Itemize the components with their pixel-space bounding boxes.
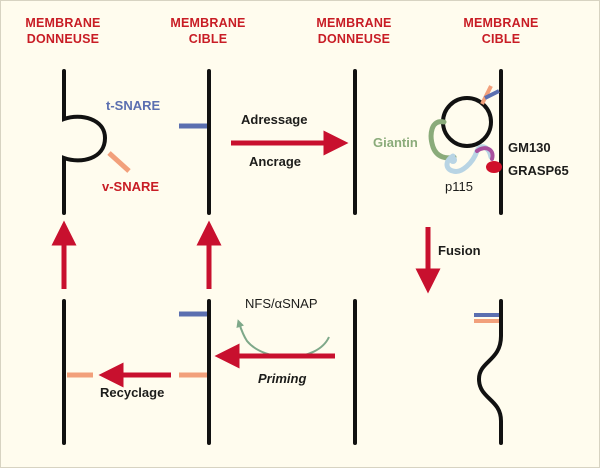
fusion-label: Fusion	[438, 243, 481, 258]
ancrage-label: Ancrage	[249, 154, 302, 169]
nfs-snap-label: NFS/αSNAP	[245, 296, 318, 311]
header-line: DONNEUSE	[317, 32, 391, 46]
header-donor-membrane-1: MEMBRANE DONNEUSE	[3, 15, 123, 47]
header-line: CIBLE	[188, 32, 228, 46]
recyclage-label: Recyclage	[100, 385, 165, 400]
v-snare-label: v-SNARE	[102, 179, 160, 194]
donor-membrane-with-vesicle	[62, 69, 108, 215]
grasp65-label: GRASP65	[508, 163, 569, 178]
header-line: MEMBRANE	[316, 16, 392, 30]
header-line: MEMBRANE	[25, 16, 101, 30]
adressage-label: Adressage	[241, 112, 308, 127]
header-target-membrane-2: MEMBRANE CIBLE	[441, 15, 561, 47]
priming-label: Priming	[258, 371, 307, 386]
header-line: DONNEUSE	[26, 32, 100, 46]
fused-target-membrane	[476, 299, 503, 445]
tethered-vesicle	[441, 96, 493, 148]
giantin-label: Giantin	[373, 135, 418, 150]
header-line: CIBLE	[481, 32, 521, 46]
v-snare-marker	[107, 151, 131, 173]
p115-head	[449, 156, 457, 164]
header-line: MEMBRANE	[170, 16, 246, 30]
header-line: MEMBRANE	[463, 16, 539, 30]
nsf-snap-arrow	[236, 319, 330, 358]
t-snare-label: t-SNARE	[106, 98, 161, 113]
header-target-membrane-1: MEMBRANE CIBLE	[148, 15, 268, 47]
t-snare-on-target	[484, 89, 500, 100]
p115-label: p115	[445, 179, 473, 194]
gm130-label: GM130	[508, 140, 551, 155]
gm130-tether	[475, 146, 495, 161]
grasp65-anchor	[486, 161, 502, 173]
v-snare-on-vesicle	[480, 85, 493, 105]
header-donor-membrane-2: MEMBRANE DONNEUSE	[294, 15, 414, 47]
